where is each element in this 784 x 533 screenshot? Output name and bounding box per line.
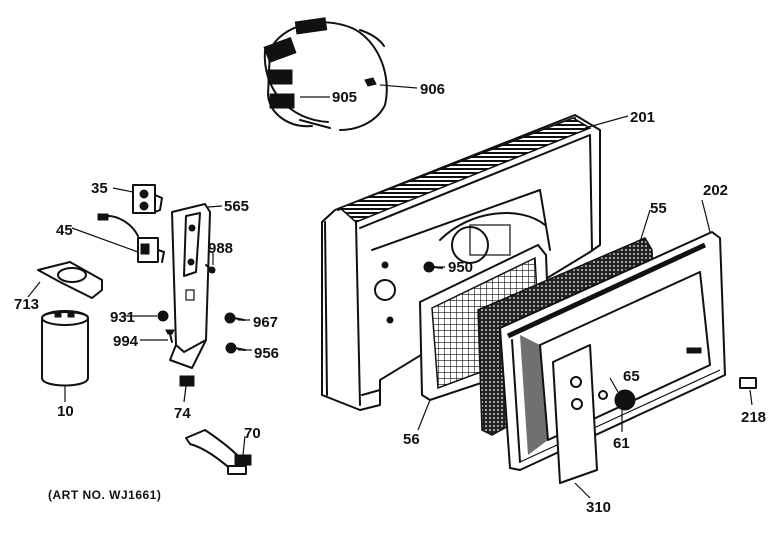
label-61: 61 — [613, 435, 630, 452]
label-45: 45 — [56, 222, 73, 239]
screw-part-988 — [205, 264, 216, 274]
label-967: 967 — [253, 314, 278, 331]
label-906: 906 — [420, 81, 445, 98]
fan-shroud-part-905 — [263, 17, 388, 131]
relay-part-45 — [97, 213, 165, 263]
mounting-plate-part-565 — [169, 203, 211, 369]
label-65: 65 — [623, 368, 640, 385]
screw-part-967 — [224, 312, 245, 324]
control-strip-part-310 — [552, 344, 598, 484]
part-labels: 905 906 201 35 565 202 55 45 988 950 713… — [14, 81, 766, 516]
label-956: 956 — [254, 345, 279, 362]
block-part-218 — [739, 377, 757, 389]
label-310: 310 — [586, 499, 611, 516]
label-55: 55 — [650, 200, 667, 217]
label-988: 988 — [208, 240, 233, 257]
label-931: 931 — [110, 309, 135, 326]
label-10: 10 — [57, 403, 74, 420]
label-994: 994 — [113, 333, 139, 350]
label-56: 56 — [403, 431, 420, 448]
art-number-caption: (ART NO. WJ1661) — [48, 488, 161, 502]
label-35: 35 — [91, 180, 108, 197]
label-713: 713 — [14, 296, 39, 313]
thermostat-part-70 — [185, 429, 252, 475]
label-201: 201 — [630, 109, 655, 126]
screw-part-956 — [225, 342, 246, 354]
clip-part-74 — [179, 375, 195, 387]
switch-part-35 — [132, 184, 163, 214]
label-74: 74 — [174, 405, 191, 422]
label-565: 565 — [224, 198, 249, 215]
label-950: 950 — [448, 259, 473, 276]
clip-part-906 — [364, 77, 377, 87]
label-218: 218 — [741, 409, 766, 426]
bracket-part-713 — [37, 261, 103, 299]
cabinet-part-201 — [321, 114, 601, 411]
label-905: 905 — [332, 89, 357, 106]
nut-part-931 — [157, 310, 169, 322]
capacitor-part-10 — [41, 310, 89, 387]
screw-part-994 — [165, 329, 175, 343]
leader-lines — [27, 84, 753, 499]
label-70: 70 — [244, 425, 261, 442]
label-202: 202 — [703, 182, 728, 199]
